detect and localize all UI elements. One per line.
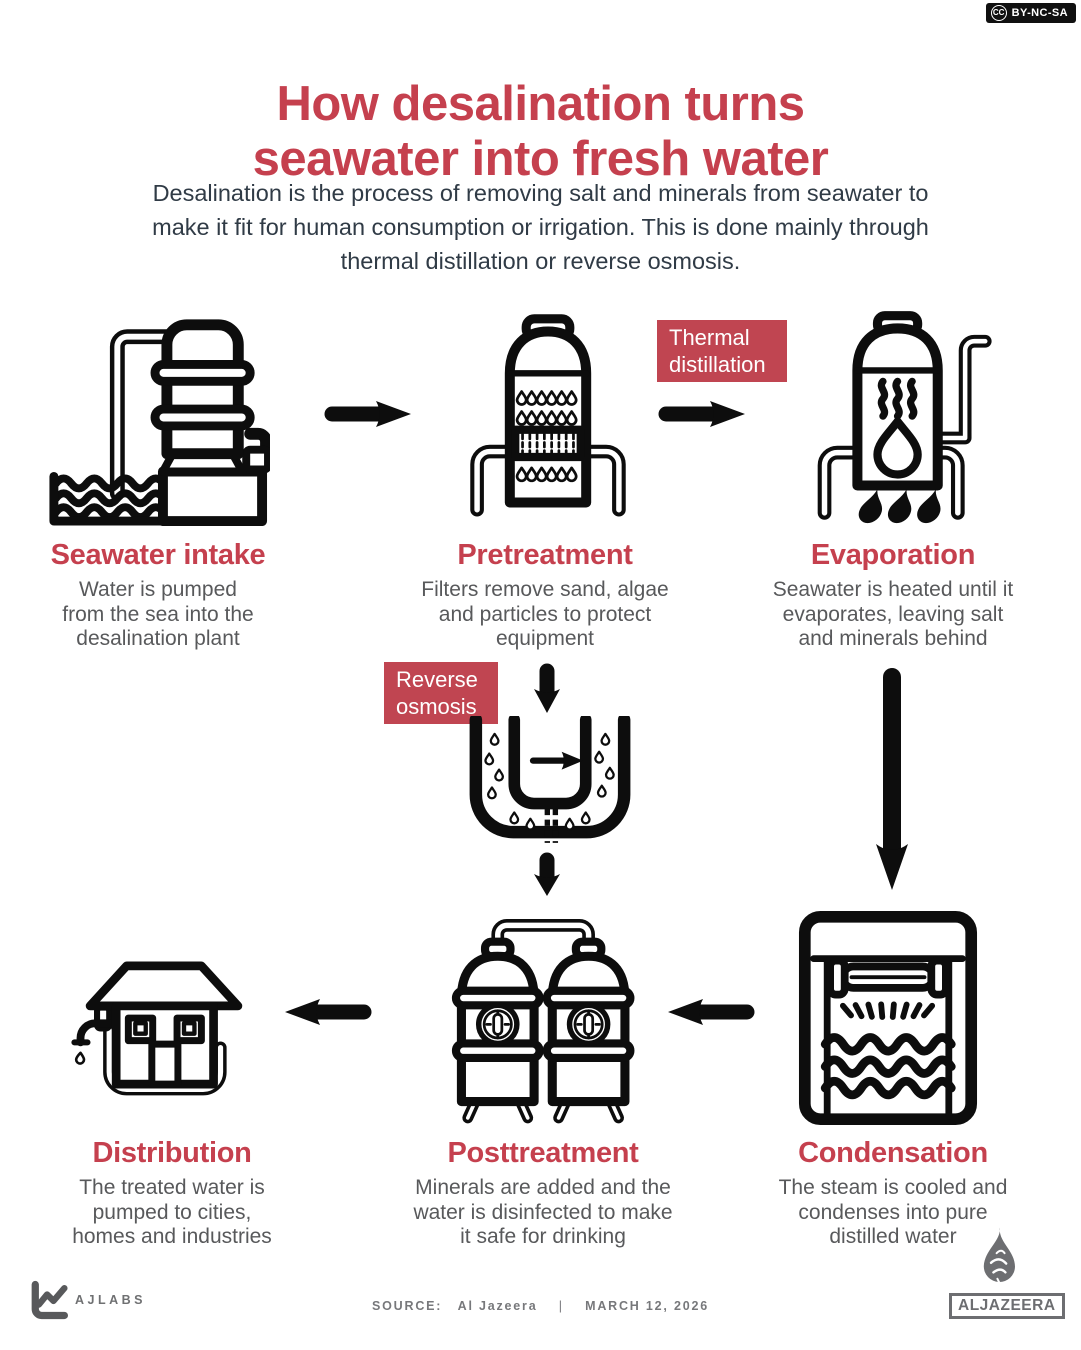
page-title: How desalination turns seawater into fre… [252, 76, 829, 186]
pretreatment-icon [470, 314, 626, 517]
flow-arrow-down-2-icon [534, 852, 560, 896]
stage-title: Posttreatment [447, 1137, 639, 1169]
stage-seawater-intake: Seawater intake Water is pumped from the… [8, 539, 308, 652]
cc-icon: CC [990, 5, 1007, 21]
flow-arrow-left-2-icon [668, 999, 755, 1025]
process-label-reverse: Reverse osmosis [384, 662, 498, 724]
footer-source: SOURCE: Al Jazeera | MARCH 12, 2026 [0, 1299, 1081, 1313]
stage-description: The treated water is pumped to cities, h… [72, 1176, 272, 1248]
stage-description: Water is pumped from the sea into the de… [62, 578, 254, 650]
stage-description: Filters remove sand, algae and particles… [421, 578, 669, 650]
stage-title: Pretreatment [457, 539, 633, 571]
stage-title: Condensation [798, 1137, 988, 1169]
evaporation-icon [817, 311, 992, 524]
flow-arrow-down-1-icon [534, 663, 560, 713]
cc-license-badge: CC BY-NC-SA [985, 3, 1076, 23]
stage-distribution: Distribution The treated water is pumped… [22, 1137, 322, 1250]
process-label-thermal: Thermal distillation [657, 320, 787, 382]
source-label: SOURCE: [372, 1299, 443, 1313]
stage-posttreatment: Posttreatment Minerals are added and the… [393, 1137, 693, 1250]
reverse-osmosis-icon [469, 716, 631, 843]
distribution-icon [71, 961, 243, 1096]
flow-arrow-right-1-icon [324, 401, 411, 427]
condensation-icon [798, 910, 978, 1126]
seawater-intake-icon [49, 319, 270, 526]
footer-ajlabs: AJLABS [28, 1278, 146, 1322]
stage-title: Seawater intake [50, 539, 266, 571]
page-subtitle: Desalination is the process of removing … [152, 180, 929, 274]
stage-description: The steam is cooled and condenses into p… [778, 1176, 1008, 1248]
ajlabs-chart-icon [31, 1280, 68, 1320]
flow-arrow-left-1-icon [285, 999, 372, 1025]
source-value: Al Jazeera [457, 1299, 538, 1313]
aljazeera-wordmark: ALJAZEERA [949, 1293, 1065, 1319]
stage-condensation: Condensation The steam is cooled and con… [743, 1137, 1043, 1250]
source-date: MARCH 12, 2026 [585, 1299, 709, 1313]
stage-title: Evaporation [810, 539, 976, 571]
posttreatment-icon [451, 918, 635, 1124]
aljazeera-logo: ALJAZEERA [949, 1226, 1065, 1319]
aljazeera-flame-icon [983, 1227, 1015, 1287]
flow-arrow-down-long-icon [876, 668, 908, 890]
stage-evaporation: Evaporation Seawater is heated until it … [743, 539, 1043, 652]
stage-description: Minerals are added and the water is disi… [413, 1176, 673, 1248]
stage-title: Distribution [92, 1137, 252, 1169]
cc-license-label: BY-NC-SA [1011, 7, 1068, 19]
flow-arrow-right-2-icon [658, 401, 745, 427]
stage-pretreatment: Pretreatment Filters remove sand, algae … [395, 539, 695, 652]
ajlabs-label: AJLABS [75, 1293, 147, 1307]
source-separator: | [558, 1299, 564, 1313]
stage-description: Seawater is heated until it evaporates, … [772, 578, 1014, 650]
